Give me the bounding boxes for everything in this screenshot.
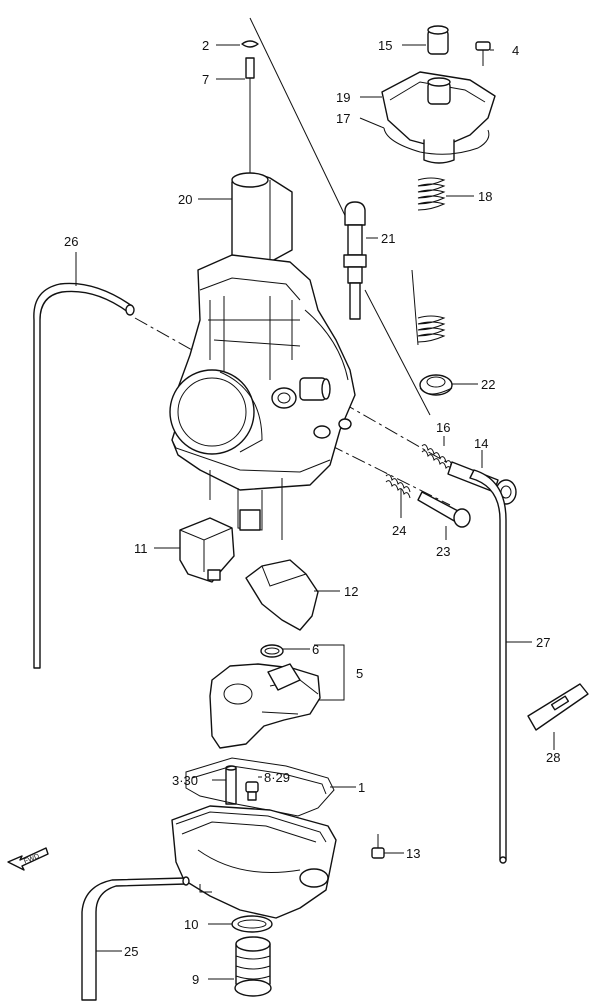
part-10-gasket — [231, 915, 273, 933]
carburetor-body — [169, 254, 356, 540]
callout-1: 1 — [358, 780, 365, 795]
part-28-clamp — [527, 683, 589, 731]
part-6-o-ring — [260, 644, 284, 658]
callout-26: 26 — [64, 234, 78, 249]
part-25-drain-hose — [81, 876, 190, 1001]
part-2-needle-clip — [241, 40, 259, 48]
callout-6: 6 — [312, 642, 319, 657]
float-chamber — [171, 805, 337, 919]
fwd-label: FWD — [23, 853, 40, 865]
part-21-starter-plunger — [343, 201, 367, 320]
part-24-spring — [385, 474, 411, 499]
part-17-gasket — [383, 127, 490, 155]
part-27-overflow-hose — [469, 469, 507, 864]
callout-11: 11 — [134, 541, 148, 556]
part-22-spring-seat — [419, 374, 453, 396]
callout-7: 7 — [202, 72, 209, 87]
part-4-screw — [475, 41, 491, 66]
callout-17: 17 — [336, 111, 350, 126]
part-26-vent-hose — [33, 282, 135, 669]
callout-13: 13 — [406, 846, 420, 861]
callout-24: 24 — [392, 523, 406, 538]
part-5-float — [209, 663, 321, 749]
part-1-gasket — [185, 757, 335, 817]
callout-14: 14 — [474, 436, 488, 451]
callout-27: 27 — [536, 635, 550, 650]
callout-19: 19 — [336, 90, 350, 105]
callout-labels: 2 7 15 4 19 17 18 20 21 26 22 16 14 24 2… — [64, 38, 560, 987]
part-20-throttle-valve — [231, 172, 293, 268]
part-7-jet-needle — [245, 57, 255, 190]
part-3-needle-jet — [225, 765, 237, 805]
callout-5: 5 — [356, 666, 363, 681]
part-12-shield — [245, 559, 319, 631]
callout-15: 15 — [378, 38, 392, 53]
part-13-screw — [371, 834, 385, 859]
callout-12: 12 — [344, 584, 358, 599]
callout-28: 28 — [546, 750, 560, 765]
part-15-cap — [427, 25, 449, 55]
leader-lines — [75, 44, 555, 980]
part-19-top-cap — [381, 71, 496, 164]
callout-3-30: 3·30 — [172, 773, 198, 788]
part-16-spring — [421, 444, 453, 473]
callout-8-29: 8·29 — [264, 770, 290, 785]
callout-10: 10 — [184, 917, 198, 932]
part-8-main-jet — [245, 781, 259, 801]
callout-4: 4 — [512, 43, 519, 58]
fwd-arrow-icon: FWD — [7, 847, 49, 871]
callout-18: 18 — [478, 189, 492, 204]
part-11-float-bracket — [179, 517, 235, 583]
callout-22: 22 — [481, 377, 495, 392]
callout-20: 20 — [178, 192, 192, 207]
part-18-spring — [417, 177, 446, 343]
callout-16: 16 — [436, 420, 450, 435]
callout-25: 25 — [124, 944, 138, 959]
callout-23: 23 — [436, 544, 450, 559]
callout-9: 9 — [192, 972, 199, 987]
part-9-drain-plug — [234, 936, 272, 997]
callout-2: 2 — [202, 38, 209, 53]
part-23-throttle-stop-screw — [417, 491, 471, 528]
callout-21: 21 — [381, 231, 395, 246]
